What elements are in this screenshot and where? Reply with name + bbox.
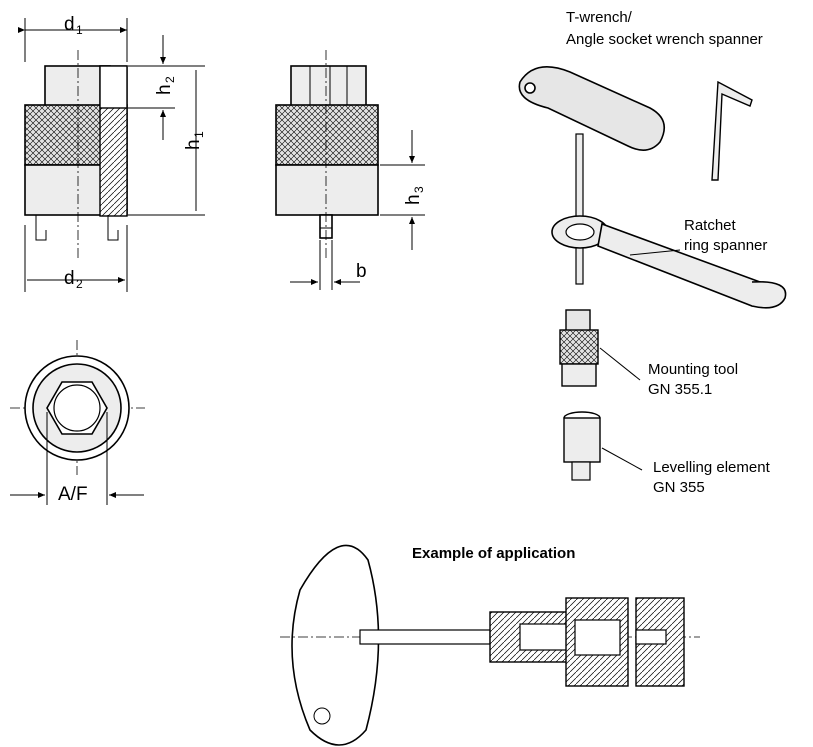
pin-tabs: [35, 215, 119, 241]
label-ring-spanner: ring spanner: [684, 237, 767, 254]
label-levelling-element: Levelling element: [653, 459, 771, 476]
label-mounting-tool: Mounting tool: [648, 361, 738, 378]
label-ratchet: Ratchet: [684, 217, 737, 234]
dim-h2: h: [154, 84, 175, 95]
svg-text:3: 3: [412, 186, 426, 193]
application-drawing: [280, 544, 700, 746]
section-view: d 1 d 2 h 2 h 1: [18, 14, 206, 292]
svg-text:1: 1: [76, 23, 83, 37]
dim-h1: h: [183, 139, 204, 150]
dim-h3: h: [403, 194, 424, 205]
application-title: Example of application: [412, 545, 575, 562]
t-wrench-illustration: [518, 66, 666, 285]
top-view: A/F: [10, 340, 145, 505]
levelling-element-illustration: [563, 411, 601, 481]
svg-text:1: 1: [192, 131, 206, 138]
mounting-tool-illustration: [559, 309, 599, 387]
dim-b: b: [356, 261, 367, 282]
label-t-wrench: T-wrench/: [566, 9, 633, 26]
hex-key-illustration: [711, 80, 753, 181]
label-angle-socket: Angle socket wrench spanner: [566, 31, 763, 48]
svg-text:2: 2: [163, 76, 177, 83]
dim-d1: d: [64, 14, 75, 35]
dim-d2: d: [64, 268, 75, 289]
hex-head: [44, 65, 111, 109]
side-view: h 3 b: [275, 50, 426, 290]
label-gn-355-1: GN 355.1: [648, 381, 712, 398]
ratchet-spanner-illustration: [551, 215, 787, 309]
label-gn-355: GN 355: [653, 479, 705, 496]
dim-af: A/F: [58, 484, 88, 505]
svg-text:2: 2: [76, 277, 83, 291]
